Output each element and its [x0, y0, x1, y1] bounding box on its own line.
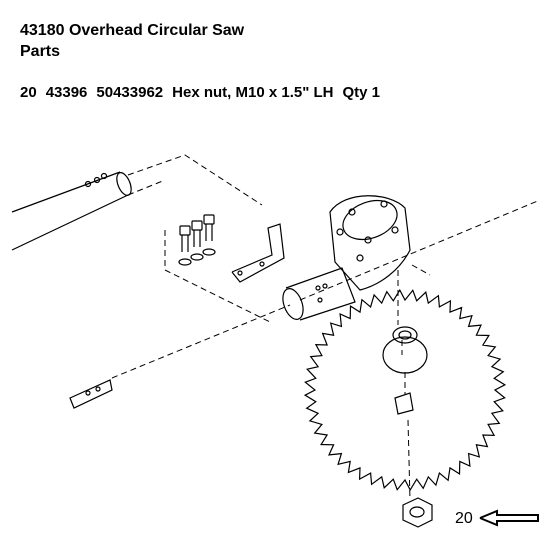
callout-label: 20 [455, 510, 473, 527]
bolt-group [178, 214, 216, 266]
bolt-icon [191, 220, 203, 247]
saw-blade-icon [303, 288, 507, 492]
title-line-1: 43180 Overhead Circular Saw [20, 22, 245, 39]
part-number: 43396 [45, 84, 88, 101]
page-title: 43180 Overhead Circular Saw Parts [20, 20, 244, 62]
bolt-icon [203, 214, 215, 241]
part-ref: 20 [20, 84, 37, 101]
arbor-tube [282, 267, 356, 321]
title-line-2: Parts [20, 43, 61, 60]
bracket-icon [231, 223, 285, 283]
arrow-left-icon [479, 509, 539, 527]
key-piece [69, 379, 113, 409]
bolt-icon [179, 225, 191, 252]
assembly-guide-lines [111, 154, 541, 501]
gear-head-icon [329, 195, 411, 291]
part-code: 50433962 [96, 84, 164, 101]
part-description: Hex nut, M10 x 1.5" LH [172, 84, 334, 101]
shaft-tube [11, 171, 132, 251]
hex-nut-icon [402, 497, 433, 528]
part-detail-line: 20 43396 50433962 Hex nut, M10 x 1.5" LH Qty… [20, 84, 389, 101]
part-qty: Qty 1 [342, 84, 380, 101]
